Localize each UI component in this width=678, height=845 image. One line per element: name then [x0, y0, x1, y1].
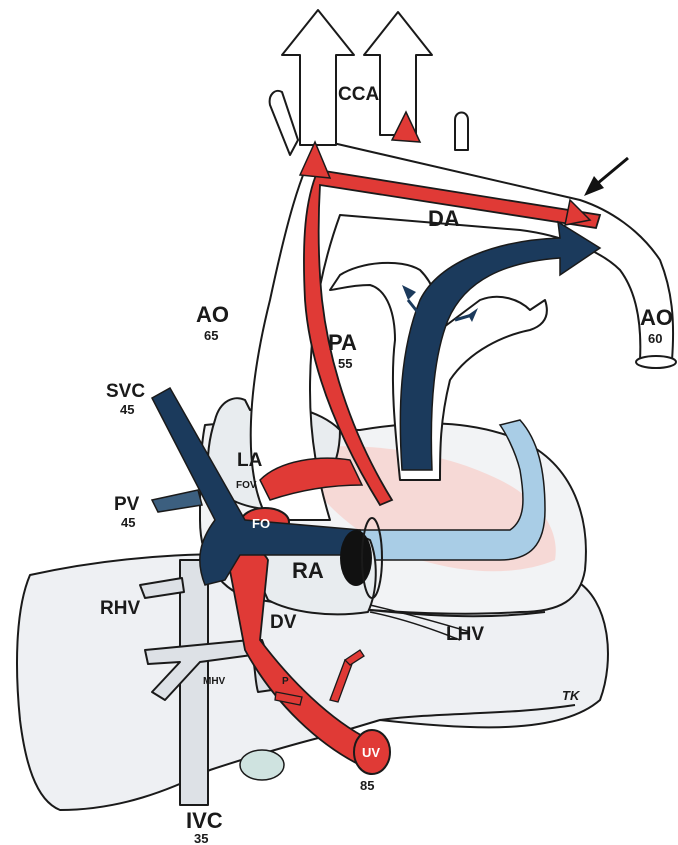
label-uv: UV	[362, 745, 380, 760]
ra-dark-mark	[340, 530, 372, 586]
label-ivc-value: 35	[194, 831, 208, 845]
gall-bladder	[240, 750, 284, 780]
label-rhv: RHV	[100, 598, 140, 619]
label-dv: DV	[270, 612, 297, 633]
cca-arrow-right	[364, 12, 432, 135]
signature: TK	[562, 688, 581, 703]
label-svc: SVC	[106, 381, 145, 402]
label-ao-left-value: 65	[204, 328, 218, 343]
label-pa-value: 55	[338, 356, 352, 371]
pointer-arrow	[584, 158, 628, 196]
label-p: P	[282, 676, 289, 687]
label-ivc: IVC	[186, 808, 223, 833]
label-cca: CCA	[338, 84, 379, 105]
label-ao-right: AO	[640, 305, 673, 330]
label-da: DA	[428, 206, 460, 231]
label-ao-left: AO	[196, 302, 229, 327]
ao-descending-end	[636, 356, 676, 368]
label-fov: FOV	[236, 480, 257, 491]
label-ao-right-value: 60	[648, 331, 662, 346]
label-pa: PA	[328, 330, 357, 355]
label-la: LA	[237, 450, 263, 471]
label-ra: RA	[292, 558, 324, 583]
label-mhv: MHV	[203, 676, 226, 687]
label-lhv: LHV	[446, 624, 484, 645]
label-pv-value: 45	[121, 515, 135, 530]
label-uv-value: 85	[360, 778, 374, 793]
label-fo: FO	[252, 516, 270, 531]
label-pv: PV	[114, 494, 140, 515]
label-svc-value: 45	[120, 402, 134, 417]
